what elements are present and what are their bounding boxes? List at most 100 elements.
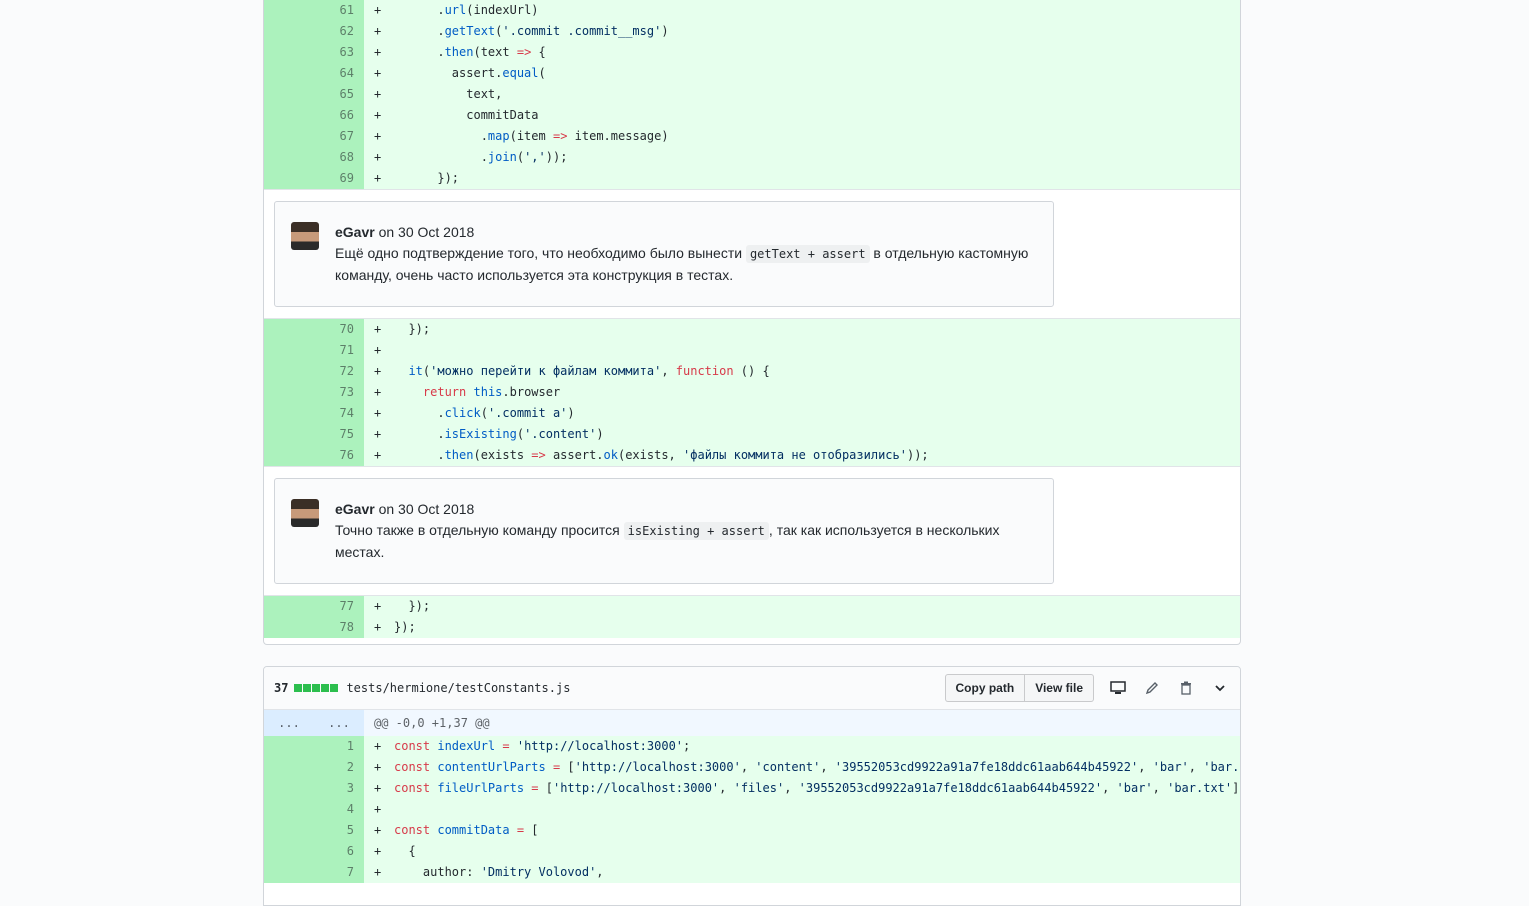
comment-date[interactable]: on 30 Oct 2018	[378, 224, 475, 240]
diff-line: 62+ .getText('.commit .commit__msg')	[264, 21, 1240, 42]
diff-file-commit-spec: 60 + return this.browser 61+ .url(indexU…	[263, 0, 1241, 645]
line-number[interactable]: 74	[264, 403, 364, 424]
line-number[interactable]: 4	[264, 799, 364, 820]
diff-line: 5+const commitData = [	[264, 820, 1240, 841]
code-line: + });	[364, 596, 1240, 617]
line-number[interactable]: 3	[264, 778, 364, 799]
code-line: + {	[364, 841, 1240, 862]
code-line: + commitData	[364, 105, 1240, 126]
line-number[interactable]: 76	[264, 445, 364, 466]
expand-down-button[interactable]: ...	[328, 716, 350, 730]
line-number[interactable]: 1	[264, 736, 364, 757]
code-line: +const contentUrlParts = ['http://localh…	[364, 757, 1240, 778]
line-number[interactable]: 73	[264, 382, 364, 403]
diff-line: 63+ .then(text => {	[264, 42, 1240, 63]
code-line: + .url(indexUrl)	[364, 0, 1240, 21]
review-comment: eGavr on 30 Oct 2018 Точно также в отдел…	[274, 478, 1054, 584]
code-line: + });	[364, 319, 1240, 340]
line-number[interactable]: 5	[264, 820, 364, 841]
diff-file-test-constants: 37 tests/hermione/testConstants.js Copy …	[263, 666, 1241, 906]
review-comment-thread: eGavr on 30 Oct 2018 Ещё одно подтвержде…	[264, 189, 1240, 319]
line-number[interactable]: 77	[264, 596, 364, 617]
line-number[interactable]: 64	[264, 63, 364, 84]
pencil-icon[interactable]	[1142, 678, 1162, 698]
code-line: + .then(text => {	[364, 42, 1240, 63]
diffstat	[294, 684, 339, 692]
diff-line: 2+const contentUrlParts = ['http://local…	[264, 757, 1240, 778]
inline-code: getText + assert	[745, 245, 870, 263]
code-line: +const commitData = [	[364, 820, 1240, 841]
line-number[interactable]: 2	[264, 757, 364, 778]
line-number[interactable]: 75	[264, 424, 364, 445]
diff-hunk: 77+ });78+});	[264, 596, 1240, 638]
avatar[interactable]	[291, 222, 319, 250]
diff-line: 69+ });	[264, 168, 1240, 189]
desktop-icon[interactable]	[1108, 678, 1128, 698]
code-line: + return this.browser	[364, 382, 1240, 403]
line-number[interactable]: 7	[264, 862, 364, 883]
line-number[interactable]: 65	[264, 84, 364, 105]
diff-line: 68+ .join(','));	[264, 147, 1240, 168]
line-number[interactable]: 71	[264, 340, 364, 361]
diff-line: 73+ return this.browser	[264, 382, 1240, 403]
line-number[interactable]: 66	[264, 105, 364, 126]
diff-line: 66+ commitData	[264, 105, 1240, 126]
code-line: +	[364, 340, 1240, 361]
line-number[interactable]: 63	[264, 42, 364, 63]
line-number[interactable]: 78	[264, 617, 364, 638]
review-comment: eGavr on 30 Oct 2018 Ещё одно подтвержде…	[274, 201, 1054, 307]
chevron-down-icon[interactable]	[1210, 678, 1230, 698]
diff-hunk: 61+ .url(indexUrl)62+ .getText('.commit …	[264, 0, 1240, 189]
diff-line: 76+ .then(exists => assert.ok(exists, 'ф…	[264, 445, 1240, 466]
code-line: +const indexUrl = 'http://localhost:3000…	[364, 736, 1240, 757]
diff-line: 4+	[264, 799, 1240, 820]
diff-line: 61+ .url(indexUrl)	[264, 0, 1240, 21]
comment-text: Ещё одно подтверждение того, что необход…	[335, 245, 1029, 283]
code-line: + text,	[364, 84, 1240, 105]
change-count: 37	[274, 681, 289, 695]
line-number[interactable]: 70	[264, 319, 364, 340]
comment-text: Точно также в отдельную команду просится…	[335, 522, 1000, 560]
code-line: +});	[364, 617, 1240, 638]
line-number[interactable]: 68	[264, 147, 364, 168]
diff-line: 6+ {	[264, 841, 1240, 862]
code-line: + assert.equal(	[364, 63, 1240, 84]
code-line: + .getText('.commit .commit__msg')	[364, 21, 1240, 42]
comment-author[interactable]: eGavr	[335, 501, 375, 517]
diff-line: 7+ author: 'Dmitry Volovod',	[264, 862, 1240, 883]
diff-line: 78+});	[264, 617, 1240, 638]
diff-line: 77+ });	[264, 596, 1240, 617]
file-header: 37 tests/hermione/testConstants.js Copy …	[264, 667, 1240, 710]
diff-line: 64+ assert.equal(	[264, 63, 1240, 84]
code-line: + .join(','));	[364, 147, 1240, 168]
view-file-button[interactable]: View file	[1025, 674, 1094, 702]
diff-hunk: 1+const indexUrl = 'http://localhost:300…	[264, 736, 1240, 883]
code-line: + .then(exists => assert.ok(exists, 'фай…	[364, 445, 1240, 466]
line-number[interactable]: 6	[264, 841, 364, 862]
code-line: + .click('.commit a')	[364, 403, 1240, 424]
diff-line: 72+ it('можно перейти к файлам коммита',…	[264, 361, 1240, 382]
expand-up-button[interactable]: ...	[278, 716, 300, 730]
diff-hunk: 70+ });71+72+ it('можно перейти к файлам…	[264, 319, 1240, 466]
line-number[interactable]: 62	[264, 21, 364, 42]
diff-line: 74+ .click('.commit a')	[264, 403, 1240, 424]
line-number[interactable]: 61	[264, 0, 364, 21]
diff-line: 3+const fileUrlParts = ['http://localhos…	[264, 778, 1240, 799]
code-line: + it('можно перейти к файлам коммита', f…	[364, 361, 1240, 382]
file-path[interactable]: tests/hermione/testConstants.js	[346, 681, 571, 695]
line-number[interactable]: 72	[264, 361, 364, 382]
review-comment-thread: eGavr on 30 Oct 2018 Точно также в отдел…	[264, 466, 1240, 596]
code-line: +const fileUrlParts = ['http://localhost…	[364, 778, 1240, 799]
line-number[interactable]: 69	[264, 168, 364, 189]
code-line: + });	[364, 168, 1240, 189]
comment-date[interactable]: on 30 Oct 2018	[378, 501, 475, 517]
line-number[interactable]: 67	[264, 126, 364, 147]
diff-line: 67+ .map(item => item.message)	[264, 126, 1240, 147]
avatar[interactable]	[291, 499, 319, 527]
diff-line: 1+const indexUrl = 'http://localhost:300…	[264, 736, 1240, 757]
code-line: + author: 'Dmitry Volovod',	[364, 862, 1240, 883]
copy-path-button[interactable]: Copy path	[944, 674, 1026, 702]
comment-author[interactable]: eGavr	[335, 224, 375, 240]
hunk-header: ...... @@ -0,0 +1,37 @@	[264, 710, 1240, 736]
trash-icon[interactable]	[1176, 678, 1196, 698]
